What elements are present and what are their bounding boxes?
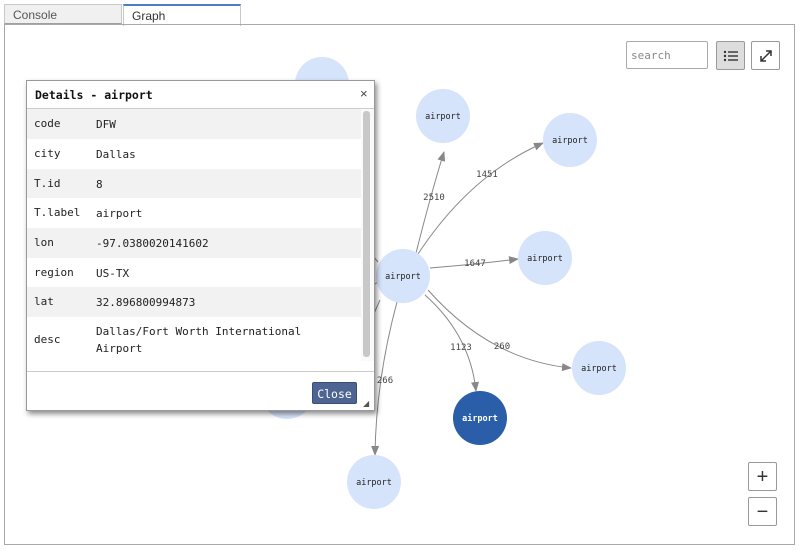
edge-labels: 2510 1451 1647 1123 260 266 [377, 170, 510, 386]
edge-label: 1451 [476, 170, 498, 180]
close-icon[interactable]: × [360, 86, 368, 101]
zoom-in-button[interactable]: + [748, 462, 777, 491]
row-key: T.id [34, 177, 61, 190]
dialog-title: Details - airport [35, 88, 153, 102]
scrollbar-thumb[interactable] [363, 111, 370, 357]
tab-bar: Console Graph [4, 4, 796, 26]
graph-edge [417, 142, 544, 255]
graph-node[interactable]: airport [543, 113, 597, 167]
fullscreen-button[interactable] [751, 41, 780, 70]
graph-node[interactable]: airport [376, 249, 430, 303]
table-row: city Dallas [27, 139, 361, 169]
row-key: T.label [34, 206, 81, 219]
dialog-header: Details - airport × [27, 81, 374, 109]
graph-node[interactable]: airport [572, 341, 626, 395]
graph-edge [429, 256, 519, 269]
list-view-button[interactable] [716, 41, 745, 70]
list-icon [723, 50, 738, 61]
row-value: -97.0380020141602 [96, 237, 209, 250]
dialog-footer-divider [27, 371, 374, 372]
edge-label: 266 [377, 376, 393, 386]
zoom-out-button[interactable]: − [748, 497, 777, 526]
row-value: Dallas [96, 148, 136, 161]
row-value: Dallas/Fort Worth International Airport [96, 325, 302, 355]
graph-edge [427, 289, 572, 372]
row-key: city [34, 147, 61, 160]
edge-label: 260 [494, 342, 510, 352]
tab-console[interactable]: Console [4, 4, 122, 24]
edges [371, 142, 572, 456]
table-row: region US-TX [27, 258, 361, 287]
row-key: code [34, 117, 61, 130]
node-label: airport [356, 478, 392, 488]
node-label: airport [527, 254, 563, 264]
row-value: US-TX [96, 267, 130, 280]
tab-graph[interactable]: Graph [123, 4, 241, 26]
node-label: airport [385, 272, 421, 282]
table-row: T.label airport [27, 198, 361, 228]
row-value: DFW [96, 118, 116, 131]
graph-node[interactable]: airport [518, 231, 572, 285]
graph-node[interactable]: airport [416, 89, 470, 143]
row-value: 8 [96, 178, 103, 191]
graph-node[interactable]: airport [347, 455, 401, 509]
edge-label: 1647 [464, 259, 486, 269]
node-label: airport [581, 364, 617, 374]
table-row: lon -97.0380020141602 [27, 228, 361, 258]
graph-edge [424, 294, 480, 392]
edge-label: 2510 [423, 193, 445, 203]
plus-icon: + [756, 465, 769, 488]
resize-handle-icon[interactable]: ◢ [363, 399, 370, 408]
search-input[interactable] [626, 41, 708, 69]
minus-icon: − [756, 500, 769, 523]
graph-panel [4, 24, 795, 545]
graph-node-selected[interactable]: airport [453, 391, 507, 445]
close-button[interactable]: Close [312, 382, 357, 404]
row-value: airport [96, 207, 143, 220]
node-label: airport [425, 112, 461, 122]
edge-label: 1123 [450, 343, 472, 353]
row-key: desc [34, 333, 61, 346]
details-table: code DFW city Dallas T.id 8 T.label airp… [27, 109, 361, 361]
node-label: airport [462, 413, 498, 424]
graph-edge [371, 301, 398, 456]
expand-icon [759, 49, 772, 62]
row-key: region [34, 266, 74, 279]
table-row: T.id 8 [27, 169, 361, 198]
table-row: desc Dallas/Fort Worth International Air… [27, 317, 361, 361]
table-row: code DFW [27, 109, 361, 139]
row-key: lat [34, 295, 54, 308]
details-dialog: Details - airport × code DFW city Dallas… [26, 80, 375, 411]
row-key: lon [34, 236, 54, 249]
row-value: 32.896800994873 [96, 296, 196, 309]
node-label: airport [552, 136, 588, 146]
table-row: lat 32.896800994873 [27, 287, 361, 317]
graph-edge [415, 151, 446, 254]
